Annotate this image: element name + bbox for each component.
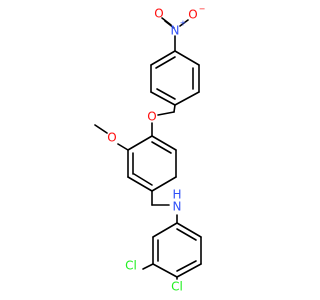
double-bond-inner <box>176 260 197 272</box>
bond <box>164 20 175 29</box>
amine-nitrogen-label: N <box>173 200 182 214</box>
bond <box>151 176 177 192</box>
bond <box>174 91 200 106</box>
double-bond-inner <box>133 173 153 186</box>
structure-diagram: N + O O − O O N H <box>94 5 205 294</box>
bond <box>94 124 108 134</box>
chlorine-upper-label: Cl <box>125 259 137 273</box>
nitro-oxygen-left-label: O <box>154 7 163 21</box>
methoxy-group: O <box>94 124 129 151</box>
bond <box>150 91 176 106</box>
double-bond-inner <box>176 228 197 241</box>
bond <box>173 104 176 113</box>
double-bond-inner <box>155 56 176 69</box>
benzylamine-linker: N H <box>151 188 182 224</box>
chlorine-lower-label: Cl <box>171 280 183 294</box>
chloro-substituents: Cl Cl <box>125 259 183 294</box>
double-bond-inner <box>151 141 172 154</box>
nitro-oxygen-right-label: O <box>188 8 197 22</box>
bond <box>176 222 202 238</box>
methoxy-oxygen-label: O <box>107 131 116 145</box>
bond <box>176 263 202 278</box>
bond <box>127 135 153 151</box>
bond <box>150 50 176 66</box>
nitro-oxygen-charge: − <box>199 5 206 14</box>
bond <box>117 143 129 151</box>
dichlorophenyl-ring <box>152 222 202 278</box>
bond <box>152 222 178 238</box>
bond <box>142 263 154 270</box>
nitro-nitrogen-label: N <box>171 24 180 38</box>
nitro-group: N + O O − <box>154 5 205 52</box>
bond <box>152 263 178 278</box>
bond <box>127 176 153 192</box>
amine-hydrogen-label: H <box>172 188 181 202</box>
molecule-canvas: N + O O − O O N H <box>94 5 205 294</box>
bond <box>174 50 200 66</box>
bond <box>157 111 175 116</box>
bond <box>179 19 189 27</box>
bond <box>151 135 177 151</box>
benzyl-ether-linker: O <box>147 104 176 137</box>
double-bond-inner <box>156 88 176 100</box>
methoxyphenyl-ring <box>127 135 177 192</box>
ether-oxygen-label: O <box>147 110 156 124</box>
nitrophenyl-ring <box>150 50 200 106</box>
nitro-nitrogen-charge: + <box>180 19 187 28</box>
